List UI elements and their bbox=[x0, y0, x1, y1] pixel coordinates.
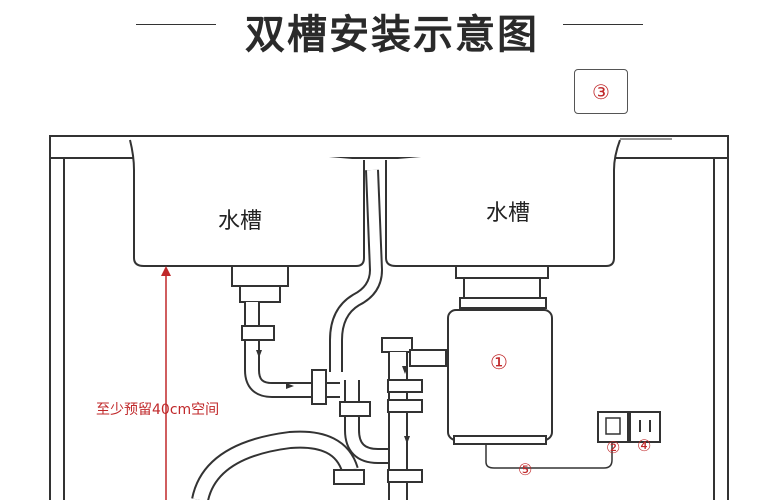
sink-label-right: 水槽 bbox=[486, 201, 531, 226]
power-socket-right bbox=[629, 411, 661, 443]
power-cable bbox=[485, 440, 613, 469]
clearance-note: 至少预留40cm空间 bbox=[96, 402, 220, 418]
sink-basin-right bbox=[385, 139, 621, 267]
disposer-flange bbox=[455, 265, 549, 279]
title-rule-right bbox=[563, 24, 643, 25]
callout-socket-2: ② bbox=[606, 438, 621, 457]
callout-cable-5: ⑤ bbox=[518, 460, 533, 479]
sink-drain-left bbox=[231, 265, 289, 287]
callout-badge-3: ③ bbox=[574, 69, 628, 114]
sink-label-left: 水槽 bbox=[218, 209, 263, 234]
callout-disposer-1: ① bbox=[490, 350, 508, 374]
page-title: 双槽安装示意图 bbox=[245, 12, 539, 58]
sink-basin-left bbox=[129, 139, 365, 267]
disposer-body bbox=[447, 309, 553, 441]
title-rule-left bbox=[136, 24, 216, 25]
callout-socket-4: ④ bbox=[637, 436, 652, 455]
